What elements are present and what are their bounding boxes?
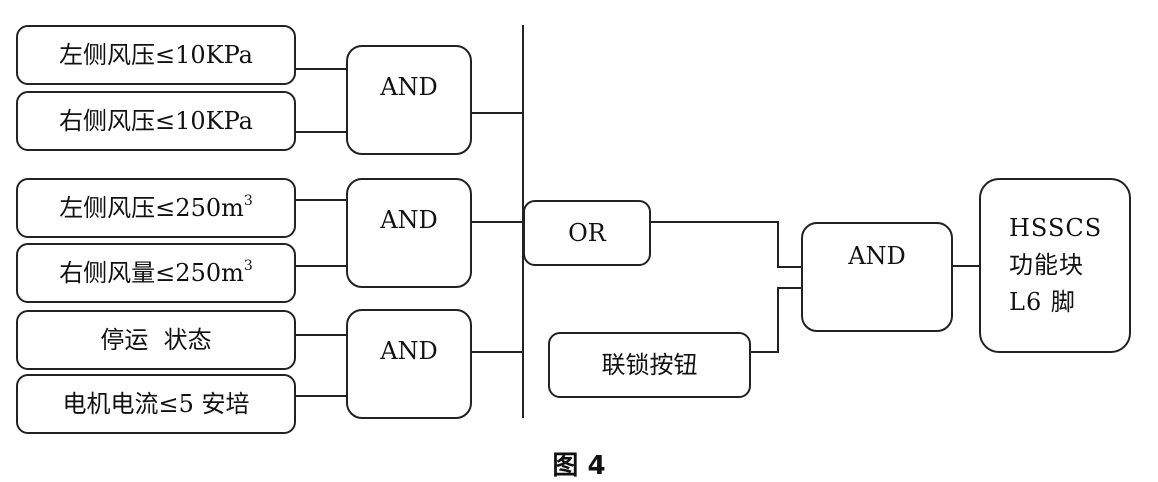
or-gate: OR [523, 200, 651, 266]
condition-label: 右侧风压≤10KPa [59, 107, 253, 135]
and-gate-2: AND [346, 178, 472, 288]
and-gate-3: AND [346, 309, 472, 419]
condition-label: 左侧风压≤10KPa [59, 41, 253, 69]
block-line-1: HSSCS [1009, 213, 1103, 242]
and-gate-final: AND [801, 222, 953, 332]
gate-label: AND [848, 242, 906, 270]
gate-label: OR [568, 219, 606, 247]
condition-motor-current-5a: 电机电流≤5 安培 [16, 374, 296, 434]
superscript: 3 [243, 258, 253, 274]
condition-right-wind-pressure-10kpa: 右侧风压≤10KPa [16, 91, 296, 151]
block-line-3: L6 脚 [1009, 288, 1076, 317]
and-gate-1: AND [346, 45, 472, 155]
condition-right-wind-volume-250m3: 右侧风量≤250m3 [16, 243, 296, 303]
superscript: 3 [243, 193, 253, 209]
interlock-label: 联锁按钮 [601, 351, 698, 379]
hsscs-function-block: HSSCS 功能块 L6 脚 [979, 178, 1131, 353]
gate-label: AND [380, 73, 438, 101]
condition-stopped-state: 停运 状态 [16, 310, 296, 370]
figure-caption: 图 4 [552, 451, 606, 481]
condition-left-wind-pressure-250m3: 左侧风压≤250m3 [16, 178, 296, 238]
condition-left-wind-pressure-10kpa: 左侧风压≤10KPa [16, 25, 296, 85]
block-line-2: 功能块 [1009, 250, 1084, 279]
condition-label: 左侧风压≤250m3 [59, 193, 253, 222]
gate-label: AND [380, 337, 438, 365]
interlock-button-box: 联锁按钮 [548, 332, 751, 398]
gate-label: AND [380, 206, 438, 234]
condition-label: 电机电流≤5 安培 [62, 390, 250, 418]
condition-label: 停运 状态 [100, 326, 212, 354]
condition-label: 右侧风量≤250m3 [59, 258, 253, 287]
